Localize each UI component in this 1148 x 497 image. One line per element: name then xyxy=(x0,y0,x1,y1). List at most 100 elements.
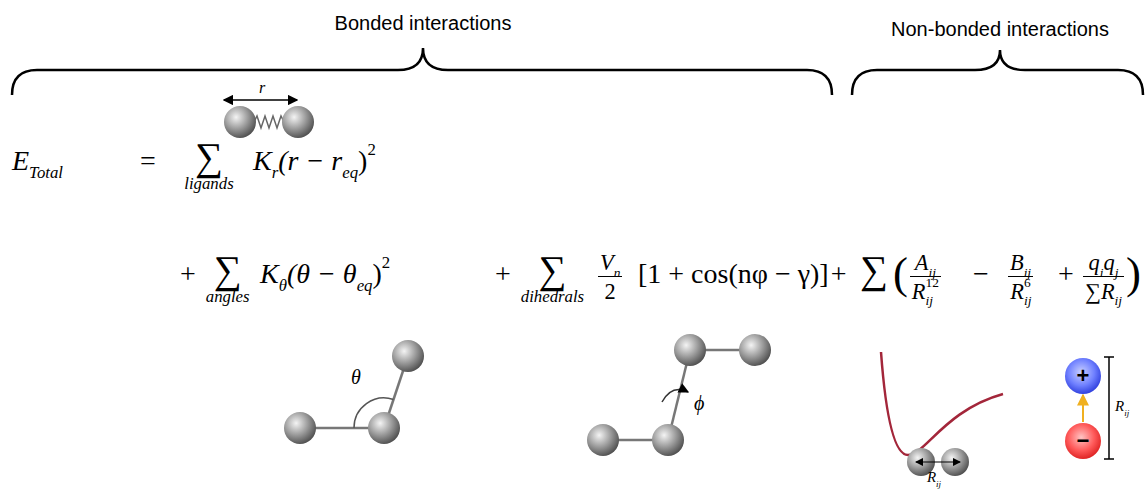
sum-sign: ∑ xyxy=(860,248,888,291)
equation-term: + xyxy=(831,258,847,289)
sum-operator: ∑ligands xyxy=(195,137,223,176)
equation-term: ij xyxy=(1115,293,1122,308)
equation-term: + xyxy=(495,258,511,289)
denominator: 2 xyxy=(598,276,622,305)
equation-term: ( xyxy=(893,248,908,298)
equation-term: = xyxy=(140,145,156,176)
charge-sign: − xyxy=(1077,430,1090,452)
equation-term: θ xyxy=(279,276,287,295)
equation-term: eq xyxy=(342,163,358,182)
denominator: ∑Rij xyxy=(1083,276,1124,305)
equation-term: R xyxy=(1010,279,1024,304)
atom xyxy=(368,412,400,444)
fraction: AijRij 12 xyxy=(910,250,941,305)
fraction: BijRij 6 xyxy=(1008,250,1033,305)
denominator: Rij 12 xyxy=(910,276,941,305)
equation-term: ij xyxy=(1024,293,1031,308)
equation-term: ) xyxy=(372,258,381,289)
equation-term: n xyxy=(614,265,621,280)
equation-term: V xyxy=(600,250,614,275)
equation-term: K xyxy=(260,258,279,289)
equation-term: R xyxy=(1101,279,1115,304)
sum-sign: ∑ xyxy=(214,248,242,291)
negative-charge: − xyxy=(1065,423,1101,459)
angle-label: θ xyxy=(351,366,361,388)
equation-term: q xyxy=(1089,250,1100,275)
text-block: ETotal=∑ligandsKr(r − req)2 xyxy=(12,137,376,176)
text-block: r xyxy=(259,80,265,96)
atom xyxy=(587,424,619,456)
equation-term: − xyxy=(973,258,989,289)
sum-sign: ∑ xyxy=(538,248,566,291)
distance-bar xyxy=(1108,357,1110,459)
equation-term: [1 + cos(nφ − γ)] xyxy=(638,258,829,289)
equation-term: ij xyxy=(936,479,941,489)
charge-sign: + xyxy=(1077,365,1090,387)
equation-term: eq xyxy=(357,276,373,295)
equation-term: j xyxy=(1115,265,1119,280)
distance-bar xyxy=(1104,458,1114,460)
equation-term: Total xyxy=(29,163,63,182)
charge-connector xyxy=(1082,395,1084,422)
dihedral-label: ϕ xyxy=(694,392,704,414)
equation-term: i xyxy=(1100,265,1104,280)
equation-term: A xyxy=(915,250,929,275)
atom xyxy=(739,334,771,366)
numerator: Vn xyxy=(598,250,622,276)
distance-bar xyxy=(1104,356,1114,358)
numerator: Bij xyxy=(1008,250,1033,276)
spring xyxy=(254,116,284,128)
equation-term: (r − r xyxy=(278,145,342,176)
sum-sign: ∑ xyxy=(195,135,223,178)
text-block: ϕ xyxy=(694,393,704,413)
numerator: Aij xyxy=(910,250,941,276)
equation-term: 2 xyxy=(367,140,375,159)
numerator: qiqj xyxy=(1083,250,1124,276)
equation-term: E xyxy=(12,145,29,176)
fraction: Vn2 xyxy=(598,250,622,305)
equation-term: ) xyxy=(1126,248,1141,298)
text-block: +∑anglesKθ(θ − θeq)2+∑dihedralsVn2[1 + c… xyxy=(178,250,1141,305)
atom xyxy=(652,424,684,456)
sum-operator: ∑ xyxy=(860,250,888,289)
sum-index: dihedrals xyxy=(521,289,584,306)
bracket xyxy=(12,48,832,95)
group-heading: Bonded interactions xyxy=(335,12,512,34)
equation-term: ij xyxy=(926,293,933,308)
torsion-arrow xyxy=(662,390,688,402)
potential-curve xyxy=(881,352,1003,455)
sum-operator: ∑dihedrals xyxy=(538,250,566,289)
atom xyxy=(674,334,706,366)
denominator: Rij 6 xyxy=(1008,276,1033,305)
distance-arrow xyxy=(916,461,960,462)
equation-term: + xyxy=(180,258,196,289)
distance-label: R xyxy=(927,469,936,485)
text-block: Bonded interactions xyxy=(335,13,512,33)
equation-term: ) xyxy=(358,145,367,176)
sum-operator: ∑angles xyxy=(214,250,242,289)
text-block: θ xyxy=(351,367,361,387)
equation-term: 12 xyxy=(926,275,939,290)
atom xyxy=(282,106,314,138)
sum-index: angles xyxy=(206,289,250,306)
distance-label: r xyxy=(259,79,265,96)
equation-term: q xyxy=(1104,250,1115,275)
equation-term: 2 xyxy=(382,253,390,272)
text-block: Rij xyxy=(927,470,941,485)
text-block: Rij xyxy=(1115,399,1129,414)
equation-term: R xyxy=(912,279,926,304)
equation-term: 6 xyxy=(1024,275,1031,290)
bracket xyxy=(852,50,1143,95)
distance-label: R xyxy=(1115,398,1124,414)
positive-charge: + xyxy=(1065,358,1101,394)
equation-term: r xyxy=(272,163,279,182)
equation-term: B xyxy=(1010,250,1024,275)
atom xyxy=(392,340,424,372)
atom xyxy=(284,412,316,444)
equation-term: ∑ xyxy=(1085,279,1101,304)
